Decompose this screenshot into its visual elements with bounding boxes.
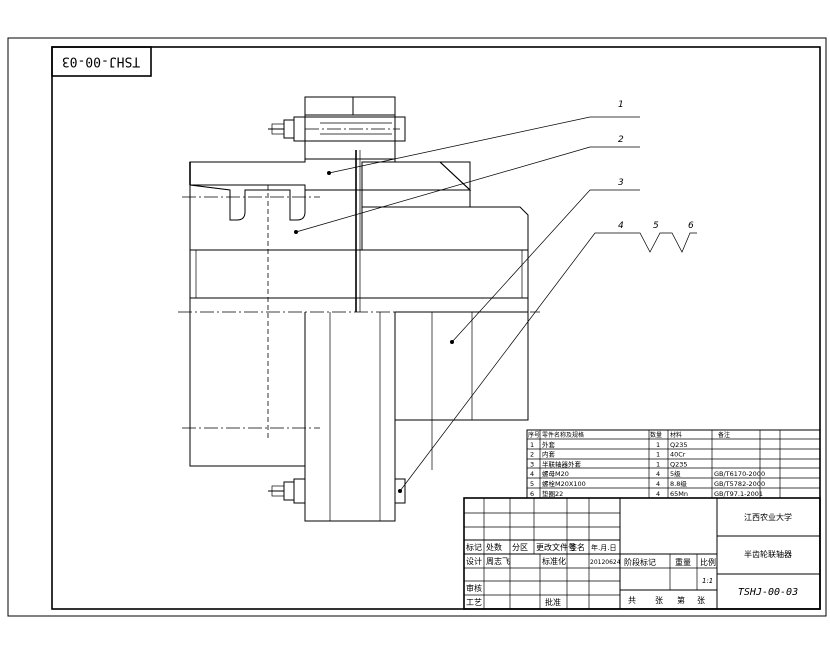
- balloon-2: 2: [618, 135, 624, 145]
- tb-label-sheet-unit: 张: [655, 596, 663, 605]
- tb-designer: 周志飞: [486, 556, 510, 566]
- rotated-drawing-code: TSHJ-00-03: [62, 54, 140, 69]
- bom-cell-name: 垫圈22: [542, 489, 563, 498]
- balloon-3: 3: [618, 178, 624, 188]
- bom-cell-material: Q235: [670, 460, 688, 468]
- tb-label-change-doc: 更改文件号: [536, 542, 576, 552]
- bom-cell-name: 螺栓M20X100: [542, 479, 586, 488]
- bom-cell-qty: 4: [656, 480, 660, 488]
- tb-label-sheet-unit2: 张: [697, 596, 705, 605]
- bom-cell-material: Q235: [670, 441, 688, 449]
- leader-lines: 1 2 3 4 5 6: [294, 100, 697, 492]
- bom-cell-qty: 1: [656, 441, 660, 449]
- bottom-bolt: [268, 478, 406, 504]
- bom-cell-qty: 4: [656, 490, 660, 498]
- tb-part-name: 半齿轮联轴器: [744, 549, 792, 559]
- tb-scale-value: 1:1: [702, 577, 713, 585]
- tb-label-zone: 分区: [512, 543, 528, 552]
- tb-label-standardize: 标准化: [542, 556, 566, 566]
- title-block: 标记 处数 分区 更改文件号 签名 年.月.日 设计 周志飞 标准化 20120…: [463, 497, 821, 610]
- bom-cell-no: 4: [530, 470, 534, 478]
- bom-header-no: 序号: [528, 431, 540, 439]
- gear-teeth: [189, 184, 363, 251]
- tb-university: 江西农业大学: [744, 512, 792, 522]
- bom-cell-qty: 4: [656, 470, 660, 478]
- bom-cell-material: 65Mn: [670, 490, 688, 498]
- bom-cell-name: 外套: [542, 440, 556, 449]
- bom-cell-no: 6: [530, 490, 534, 498]
- tb-label-scale: 比例: [700, 557, 716, 567]
- tb-label-process: 工艺: [466, 598, 482, 607]
- tb-label-date: 年.月.日: [591, 543, 616, 552]
- balloon-6: 6: [688, 221, 694, 231]
- balloon-1: 1: [618, 100, 624, 110]
- tb-label-weight: 重量: [675, 557, 691, 567]
- bom-cell-name: 螺母M20: [542, 469, 569, 478]
- balloon-5: 5: [653, 221, 659, 231]
- bom-cell-material: 5级: [670, 469, 681, 478]
- tb-label-stage-mark: 阶段标记: [624, 557, 656, 567]
- shaft-band: [189, 249, 529, 299]
- lower-half-outline: [189, 298, 529, 522]
- bom-cell-no: 2: [530, 451, 534, 459]
- tb-label-sheet-no: 第: [677, 595, 685, 605]
- bom-cell-qty: 1: [656, 451, 660, 459]
- bom-cell-name: 半联轴器外套: [542, 459, 582, 468]
- tb-label-review: 审核: [466, 583, 482, 593]
- bom-cell-note: GB/T97.1-2001: [714, 490, 763, 498]
- tb-label-count: 处数: [486, 542, 502, 552]
- top-bolt: [268, 116, 406, 142]
- bom-cell-no: 3: [530, 460, 534, 468]
- bom-header-note: 备注: [718, 431, 730, 439]
- tb-label-sign: 签名: [569, 542, 585, 552]
- tb-drawing-no: TSHJ-00-03: [738, 587, 798, 598]
- tb-date-value: 20120624: [590, 559, 621, 566]
- bom-cell-material: 40Cr: [670, 451, 686, 459]
- flange-section-top: [304, 96, 396, 160]
- bom-header-material: 材料: [670, 431, 682, 439]
- inner-border: [51, 46, 821, 610]
- tb-label-total: 共: [628, 596, 636, 605]
- coupling-assembly-view: [178, 96, 540, 522]
- bom-header-qty: 数量: [650, 431, 662, 439]
- bom-cell-note: GB/T6170-2000: [714, 470, 765, 478]
- tb-label-approve: 批准: [545, 597, 561, 607]
- bom-cell-material: 8.8级: [670, 479, 687, 488]
- bom-cell-no: 5: [530, 480, 534, 488]
- tb-label-design: 设计: [466, 556, 482, 566]
- bom-cell-no: 1: [530, 441, 534, 449]
- tb-label-mark: 标记: [466, 542, 482, 552]
- bom-cell-name: 内套: [542, 450, 556, 459]
- bom-header-name: 零件名称及规格: [542, 431, 584, 439]
- outer-border: [7, 37, 827, 617]
- rotated-code-box: TSHJ-00-03: [51, 46, 152, 77]
- bom-cell-note: GB/T5782-2000: [714, 480, 765, 488]
- bom-cell-qty: 1: [656, 460, 660, 468]
- balloon-4: 4: [618, 221, 624, 231]
